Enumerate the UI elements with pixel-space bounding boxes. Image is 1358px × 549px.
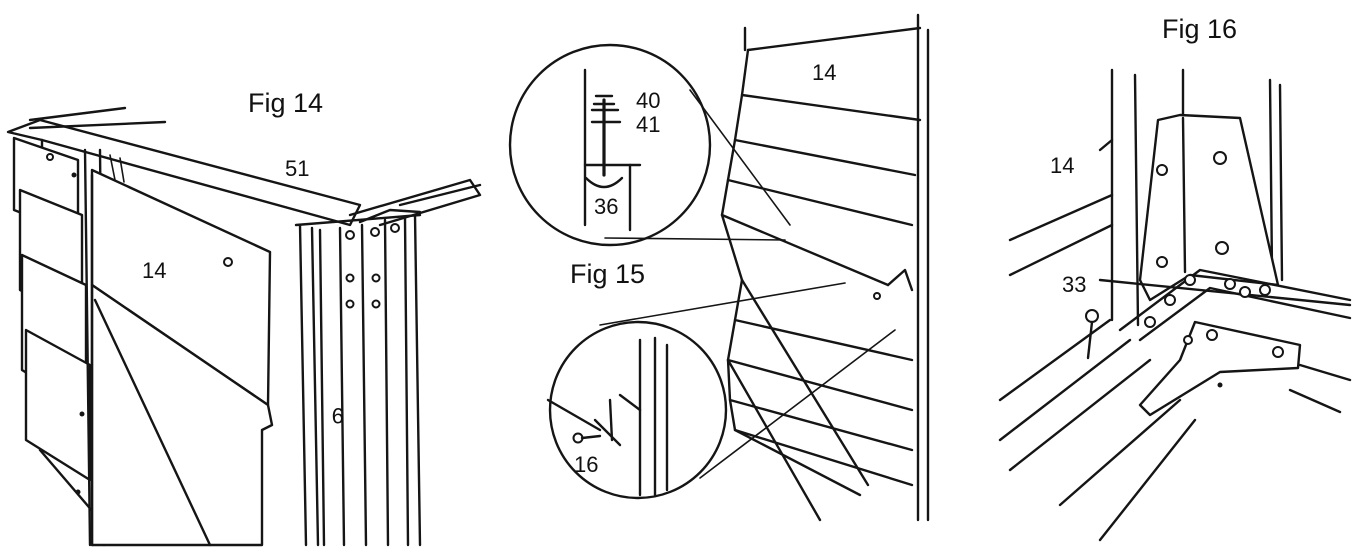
fig14-callout-roof-bar: 51: [285, 156, 309, 181]
fig15-callout-washer: 41: [636, 112, 660, 137]
fig16-title: Fig 16: [1162, 14, 1237, 44]
fig14-callout-corner-post: 9: [332, 403, 344, 428]
fig15-callout-nut: 40: [636, 88, 660, 113]
fig15-drawing: [508, 13, 930, 522]
fig16-callout-panel: 14: [1050, 153, 1074, 178]
fig15-callout-panel: 14: [812, 60, 836, 85]
fig14-callout-panel: 14: [142, 258, 166, 283]
fig16-drawing: [998, 68, 1352, 542]
fig14-drawing: [6, 106, 482, 547]
fig14-title: Fig 14: [248, 88, 323, 118]
fig15-title: Fig 15: [570, 259, 645, 289]
fig16-callout-bracket: 33: [1062, 272, 1086, 297]
fig15-callout-bolt: 36: [594, 194, 618, 219]
fig15-callout-screw: 16: [574, 452, 598, 477]
